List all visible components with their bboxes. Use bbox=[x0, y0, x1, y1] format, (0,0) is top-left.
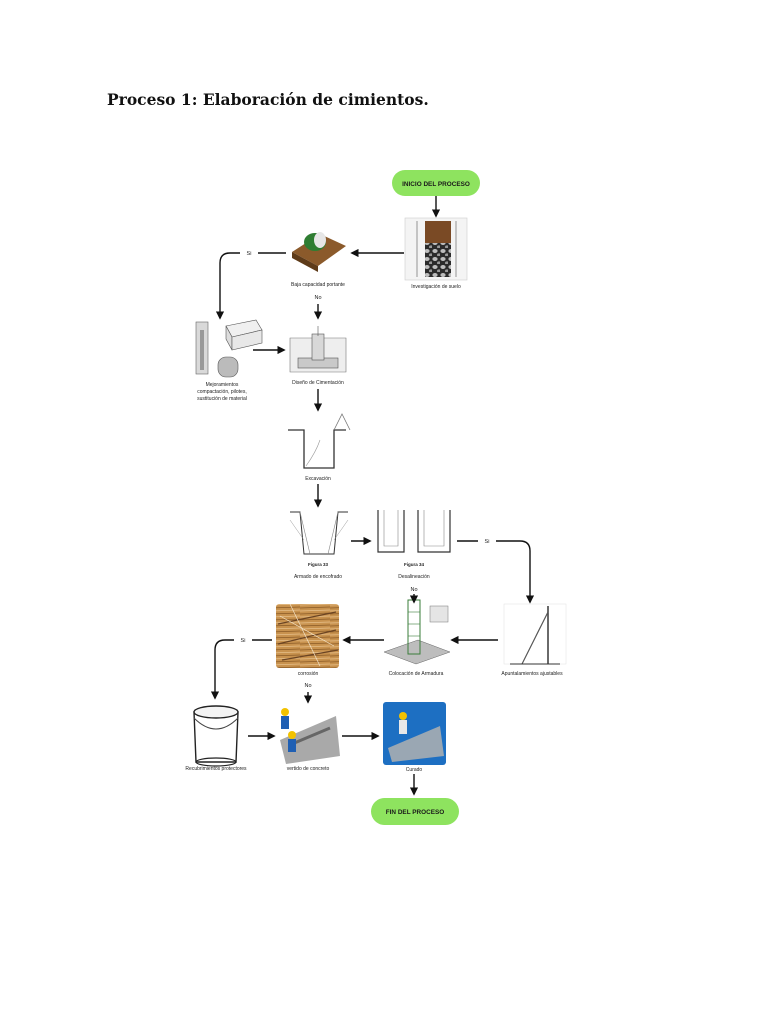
improvement-label-3: sustitución de material bbox=[197, 396, 247, 402]
edge-label-no-1: No bbox=[314, 295, 321, 301]
improvement-label-1: Mejoramientos bbox=[206, 382, 239, 388]
rebar-label: Colocación de Armadura bbox=[389, 671, 444, 677]
edge-label-no-2: No bbox=[410, 587, 417, 593]
low-capacity-node: Baja capacidad portante bbox=[291, 232, 346, 288]
stripping-figure-label: Figura 34 bbox=[404, 562, 425, 567]
design-node: Diseño de Cimentación bbox=[289, 326, 347, 386]
excavation-label: Excavación bbox=[305, 476, 331, 482]
arrow-stripping-yes bbox=[457, 540, 535, 604]
pour-node: vertido de concreto bbox=[280, 708, 340, 772]
connectors bbox=[210, 196, 535, 796]
formwork-figure-label: Figura 33 bbox=[308, 562, 329, 567]
edge-label-no-3: No bbox=[304, 683, 311, 689]
soil-label: Investigación de suelo bbox=[411, 284, 461, 290]
edge-label-yes-1: Si bbox=[247, 251, 252, 257]
low-capacity-label: Baja capacidad portante bbox=[291, 282, 345, 288]
corrosion-node: corrosión bbox=[276, 603, 339, 677]
rebar-node: Colocación de Armadura bbox=[383, 599, 451, 677]
design-label: Diseño de Cimentación bbox=[292, 380, 344, 386]
corrosion-label: corrosión bbox=[298, 671, 319, 677]
soil-investigation-node: Investigación de suelo bbox=[404, 217, 468, 290]
formwork-label: Armado de encofrado bbox=[294, 574, 342, 580]
excavation-node: Excavación bbox=[288, 413, 351, 482]
stripping-node: Figura 34 Desalineación bbox=[377, 510, 451, 580]
arrow-corrosion-yes bbox=[210, 639, 272, 700]
start-label: INICIO DEL PROCESO bbox=[402, 181, 470, 188]
coating-node: Recubrimientos protectores bbox=[185, 705, 247, 772]
edge-label-yes-3: Si bbox=[241, 638, 246, 644]
curing-node: Curado bbox=[383, 702, 446, 773]
formwork-node: Figura 33 Armado de encofrado bbox=[289, 511, 349, 580]
edge-label-yes-2: Si bbox=[485, 539, 490, 545]
coating-label: Recubrimientos protectores bbox=[185, 766, 247, 772]
page-title: Proceso 1: Elaboración de cimientos. bbox=[107, 90, 429, 109]
improvement-label-2: compactación, pilotes, bbox=[197, 389, 246, 395]
improvement-node: Mejoramientos compactación, pilotes, sus… bbox=[195, 319, 263, 402]
arrow-low-capacity-yes bbox=[215, 252, 286, 320]
pour-label: vertido de concreto bbox=[287, 766, 330, 772]
start-terminal: INICIO DEL PROCESO bbox=[392, 170, 480, 196]
stripping-label: Desalineación bbox=[398, 574, 430, 580]
shoring-label: Apuntalamientos ajustables bbox=[501, 671, 563, 677]
end-terminal: FIN DEL PROCESO bbox=[371, 798, 459, 825]
curing-label: Curado bbox=[406, 767, 423, 773]
end-label: FIN DEL PROCESO bbox=[386, 809, 444, 816]
shoring-node: Apuntalamientos ajustables bbox=[501, 603, 567, 677]
